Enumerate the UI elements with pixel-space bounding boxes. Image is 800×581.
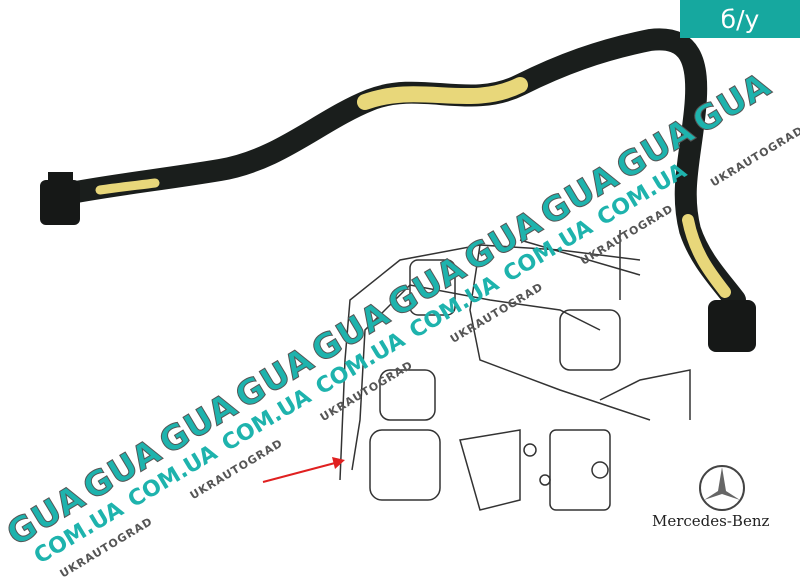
product-photo xyxy=(40,28,756,511)
connector-right xyxy=(708,300,756,352)
used-badge: б/у xyxy=(680,0,800,38)
mercedes-star-logo xyxy=(699,465,745,511)
fuel-hose xyxy=(49,28,746,311)
engine-diagram xyxy=(339,230,691,511)
brand-name: Mercedes-Benz xyxy=(652,512,770,530)
connector-left xyxy=(40,172,80,225)
red-arrow xyxy=(262,457,345,483)
